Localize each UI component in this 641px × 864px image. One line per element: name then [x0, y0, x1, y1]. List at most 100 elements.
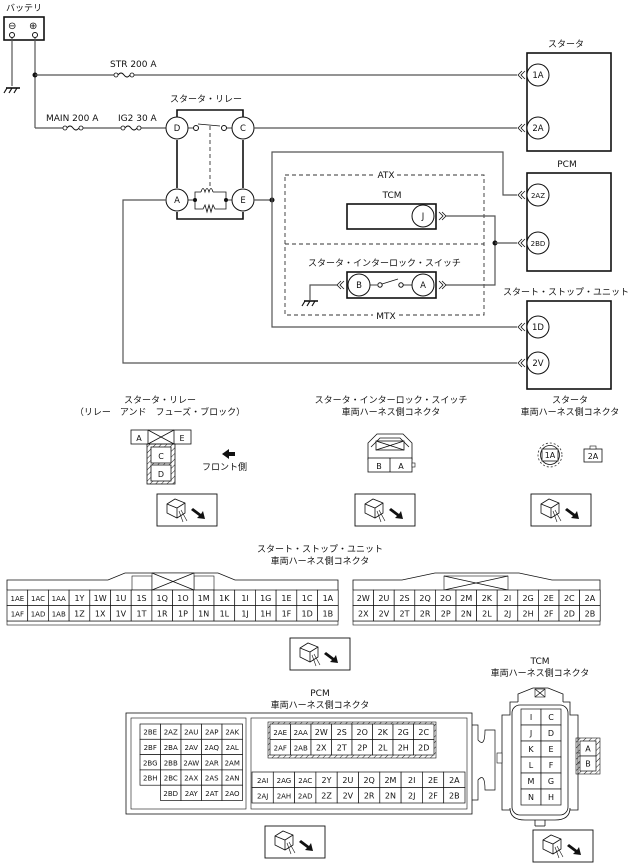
svg-text:H: H [548, 793, 554, 802]
svg-text:B: B [376, 462, 382, 471]
ssu-left-pin-1p: 1P [172, 605, 194, 622]
svg-text:D: D [548, 729, 554, 738]
pcm-bottom-pin-2n: 2N [379, 787, 402, 804]
starter-relay-label: スタータ・リレー [170, 94, 242, 105]
svg-text:2AZ: 2AZ [531, 192, 545, 200]
relay-connector-subtitle: （リレー アンド フューズ・ブロック） [75, 406, 245, 418]
ssu-right-pin-2f: 2F [538, 605, 560, 622]
ssu-right-pin-2j: 2J [496, 605, 519, 622]
svg-text:I: I [530, 713, 532, 722]
ssu-left-pin-1z: 1Z [68, 605, 91, 622]
pcm-left-pin-2bb: 2BB [160, 754, 182, 771]
svg-text:2O: 2O [440, 594, 451, 603]
pcm-connector-title: PCM [310, 689, 329, 699]
svg-text:1I: 1I [241, 594, 248, 603]
tcm-connector-title: TCM [529, 657, 549, 667]
svg-text:2AB: 2AB [294, 744, 308, 752]
ssu-box [526, 300, 612, 390]
pcm-left-pin-2be: 2BE [139, 723, 161, 740]
svg-text:2B: 2B [585, 609, 596, 618]
svg-text:2AY: 2AY [185, 790, 199, 798]
svg-text:2BA: 2BA [164, 744, 178, 752]
svg-text:1Q: 1Q [157, 594, 168, 603]
pcm-pin-2bd [526, 231, 550, 255]
atx-label: ATX [377, 171, 394, 181]
svg-text:M: M [528, 777, 535, 786]
pcm-left-pin-2ay: 2AY [180, 784, 202, 801]
fuse-main-label: MAIN 200 A [46, 114, 99, 124]
ssu-right-pin-2s: 2S [393, 589, 416, 606]
svg-text:2AP: 2AP [205, 729, 218, 737]
svg-text:2I: 2I [504, 594, 511, 603]
fuse-str-label: STR 200 A [110, 60, 157, 70]
pcm-top-pin-2c: 2C [413, 723, 435, 740]
svg-text:2Q: 2Q [419, 594, 430, 603]
pcm-left-pin-2ar: 2AR [201, 754, 223, 771]
svg-text:2V: 2V [343, 791, 354, 800]
svg-text:D: D [158, 470, 164, 479]
ssu-right-pin-2b: 2B [579, 605, 601, 622]
svg-text:1O: 1O [177, 594, 188, 603]
connector-view-icon [530, 493, 592, 527]
svg-text:2AZ: 2AZ [164, 729, 178, 737]
pcm-bottom-pin-2j: 2J [400, 787, 423, 804]
svg-text:2BF: 2BF [144, 744, 157, 752]
svg-text:1AA: 1AA [52, 595, 66, 603]
pcm-bottom-pin-2y: 2Y [315, 771, 338, 788]
svg-text:2S: 2S [399, 594, 409, 603]
svg-text:1D: 1D [302, 609, 313, 618]
pcm-left-pin-2bd: 2BD [160, 784, 182, 801]
svg-text:1D: 1D [532, 323, 544, 333]
svg-text:2AV: 2AV [184, 744, 198, 752]
ssu-right-pin-2u: 2U [373, 589, 395, 606]
ssu-connector-right-face [352, 572, 601, 626]
pcm-pin-2az [526, 183, 550, 207]
svg-text:2X: 2X [358, 609, 369, 618]
svg-text:2A: 2A [588, 452, 599, 461]
pcm-bottom-pin-2v: 2V [336, 787, 359, 804]
svg-text:2L: 2L [378, 743, 388, 752]
pcm-bottom-pin-2i: 2I [400, 771, 423, 788]
pcm-bottom-pin-2ah: 2AH [272, 787, 295, 804]
svg-text:2BG: 2BG [143, 759, 158, 767]
tcm-right-pin-b: B [579, 755, 597, 772]
front-side-label: フロント側 [202, 461, 247, 473]
tcm-left-pin-n: N [520, 788, 542, 806]
svg-text:2P: 2P [441, 609, 451, 618]
pcm-left-pin-2ap: 2AP [201, 723, 223, 740]
svg-text:2AT: 2AT [205, 790, 219, 798]
svg-text:J: J [421, 212, 425, 222]
interlock-connector-subtitle: 車両ハーネス側コネクタ [342, 406, 441, 418]
svg-text:2N: 2N [461, 609, 472, 618]
ssu-right-pin-2k: 2K [476, 589, 498, 606]
svg-text:2L: 2L [482, 609, 492, 618]
ssu-left-pin-1o: 1O [172, 589, 194, 606]
svg-text:1K: 1K [219, 594, 230, 603]
svg-text:A: A [398, 462, 404, 471]
svg-text:1C: 1C [302, 594, 313, 603]
svg-text:1L: 1L [220, 609, 230, 618]
pcm-bottom-pin-2ai: 2AI [251, 771, 274, 788]
pcm-top-pin-2g: 2G [392, 723, 414, 740]
ssu-right-pin-2n: 2N [455, 605, 477, 622]
ssu-left-pin-1v: 1V [110, 605, 132, 622]
ssu-left-pin-1x: 1X [89, 605, 111, 622]
pcm-bottom-pin-2u: 2U [336, 771, 359, 788]
svg-text:2AC: 2AC [298, 777, 312, 785]
tcm-mid-pin-e: E [540, 740, 562, 758]
pcm-top-pin-2l: 2L [372, 739, 394, 756]
connector-view-icon [289, 637, 351, 671]
pcm-top-pin-2t: 2T [331, 739, 353, 756]
ssu-left-pin-1k: 1K [213, 589, 236, 606]
tcm-left-pin-l: L [520, 756, 542, 774]
svg-text:1AB: 1AB [52, 610, 66, 618]
pcm-left-pin-2av: 2AV [180, 738, 202, 755]
svg-text:2G: 2G [398, 728, 409, 737]
ground-icon [3, 87, 21, 94]
ssu-left-pin-1h: 1H [255, 605, 277, 622]
svg-text:2Y: 2Y [322, 776, 332, 785]
svg-text:2R: 2R [420, 609, 431, 618]
svg-text:2E: 2E [544, 594, 554, 603]
battery-positive-icon: ⊕ [29, 21, 37, 32]
svg-text:1A: 1A [323, 594, 334, 603]
